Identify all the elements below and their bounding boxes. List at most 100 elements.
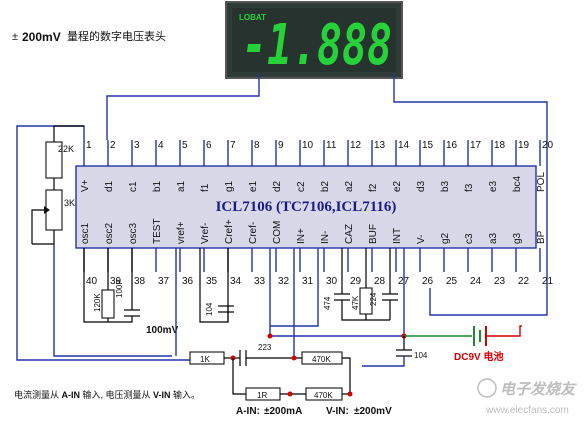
pin-5: 5 a1 xyxy=(176,140,188,192)
wire-pot-bottom xyxy=(32,230,55,245)
top-pins: 1V+2d13c14b15a16f17g18e19d210c211b212a21… xyxy=(80,140,554,192)
pin-number: 13 xyxy=(374,140,386,151)
label-100mv: 100mV xyxy=(146,325,179,336)
pin-number: 17 xyxy=(470,140,482,151)
pin-24: 24 c3 xyxy=(464,233,482,287)
bottom-pins: 40osc139osc238osc337TEST36vref+35Vref-34… xyxy=(80,218,554,287)
wire-display-right xyxy=(393,74,548,316)
pin-name: a3 xyxy=(488,232,499,244)
pin-33: 33 Cref- xyxy=(248,222,266,287)
pin-name: CAZ xyxy=(344,224,355,244)
label-ain-range: ±200mA xyxy=(264,406,302,417)
wire-vplus-loop xyxy=(16,125,190,361)
label-104b: 104 xyxy=(414,351,428,360)
pin-name: TEST xyxy=(152,218,163,244)
pin-name: g3 xyxy=(512,232,523,244)
pin-name: a1 xyxy=(176,180,187,192)
pin-number: 29 xyxy=(350,276,362,287)
label-104a: 104 xyxy=(205,302,214,316)
pin-number: 39 xyxy=(110,276,122,287)
pin-21: 21 BP xyxy=(536,230,554,287)
pin-name: b1 xyxy=(152,180,163,192)
pin-number: 15 xyxy=(422,140,434,151)
pin-9: 9d2 xyxy=(272,140,284,192)
wire-battery-pos xyxy=(486,325,522,337)
pin-6: 6f1 xyxy=(200,140,212,192)
label-100p: 100P xyxy=(115,279,124,298)
pin-number: 40 xyxy=(86,276,98,287)
pin-name: IN- xyxy=(320,231,331,244)
pin-name: COM xyxy=(272,221,283,244)
label-470k-a: 470K xyxy=(312,355,331,364)
pin-name: INT xyxy=(392,228,403,244)
pin-number: 21 xyxy=(542,276,554,287)
pin-number: 4 xyxy=(158,140,164,151)
wiper-arrow-icon xyxy=(44,206,50,214)
pin-number: 1 xyxy=(86,140,92,151)
pin-2: 2d1 xyxy=(104,140,116,192)
pin-name: g2 xyxy=(440,232,451,244)
wire-com xyxy=(269,248,404,337)
pin-number: 36 xyxy=(182,276,194,287)
wire-104b-bottom xyxy=(362,356,405,367)
pin-name: BP xyxy=(536,230,547,244)
pin-number: 18 xyxy=(494,140,506,151)
pin-name: Cref- xyxy=(248,222,259,244)
label-1k: 1K xyxy=(200,355,210,364)
pin-number: 37 xyxy=(158,276,170,287)
node-com xyxy=(267,333,273,339)
label-ain: A-IN: xyxy=(236,406,260,417)
pin-number: 7 xyxy=(230,140,236,151)
pin-name: POL xyxy=(536,172,547,192)
label-22k: 22K xyxy=(58,144,74,154)
label-1r: 1R xyxy=(257,391,267,400)
pin-3: 3c1 xyxy=(128,140,140,192)
pin-1: 1V+ xyxy=(80,140,92,192)
label-3k: 3K xyxy=(64,198,75,208)
pin-number: 16 xyxy=(446,140,458,151)
pin-number: 34 xyxy=(230,276,242,287)
lobat-indicator: LOBAT xyxy=(239,13,266,22)
pin-name: Vref- xyxy=(200,223,211,244)
label-vin: V-IN: xyxy=(326,406,349,417)
watermark-url: www.elecfans.com xyxy=(485,405,569,416)
pin-name: g1 xyxy=(224,180,235,192)
pin-35: 35 Vref- xyxy=(200,223,218,287)
pin-number: 24 xyxy=(470,276,482,287)
pin-number: 5 xyxy=(182,140,188,151)
pin-31: 31 IN+ xyxy=(296,228,314,287)
node-ain xyxy=(287,391,293,397)
pin-number: 19 xyxy=(518,140,530,151)
node-vin xyxy=(347,391,353,397)
pin-26: 26V- xyxy=(416,235,434,287)
pin-number: 31 xyxy=(302,276,314,287)
wire-1r-left xyxy=(232,358,246,395)
footer-note: 电流测量从 A-IN 输入, 电压测量从 V-IN 输入。 xyxy=(14,389,200,400)
pin-name: d2 xyxy=(272,180,283,192)
pin-8: 8 e1 xyxy=(248,140,260,192)
label-474: 474 xyxy=(323,296,332,310)
pin-name: IN+ xyxy=(296,228,307,244)
pin-number: 33 xyxy=(254,276,266,287)
pin-number: 14 xyxy=(398,140,410,151)
pin-name: a2 xyxy=(344,180,355,192)
watermark: 电子发烧友 www.elecfans.com xyxy=(477,378,577,416)
pin-name: d3 xyxy=(416,180,427,192)
pin-name: f1 xyxy=(200,183,211,192)
wire-in-minus xyxy=(270,248,319,327)
pin-name: V+ xyxy=(80,179,91,192)
label-223: 223 xyxy=(258,343,272,352)
pin-name: f2 xyxy=(368,183,379,192)
pin-name: e1 xyxy=(248,180,259,192)
pin-number: 8 xyxy=(254,140,260,151)
pin-name: c3 xyxy=(464,233,475,244)
pin-number: 35 xyxy=(206,276,218,287)
